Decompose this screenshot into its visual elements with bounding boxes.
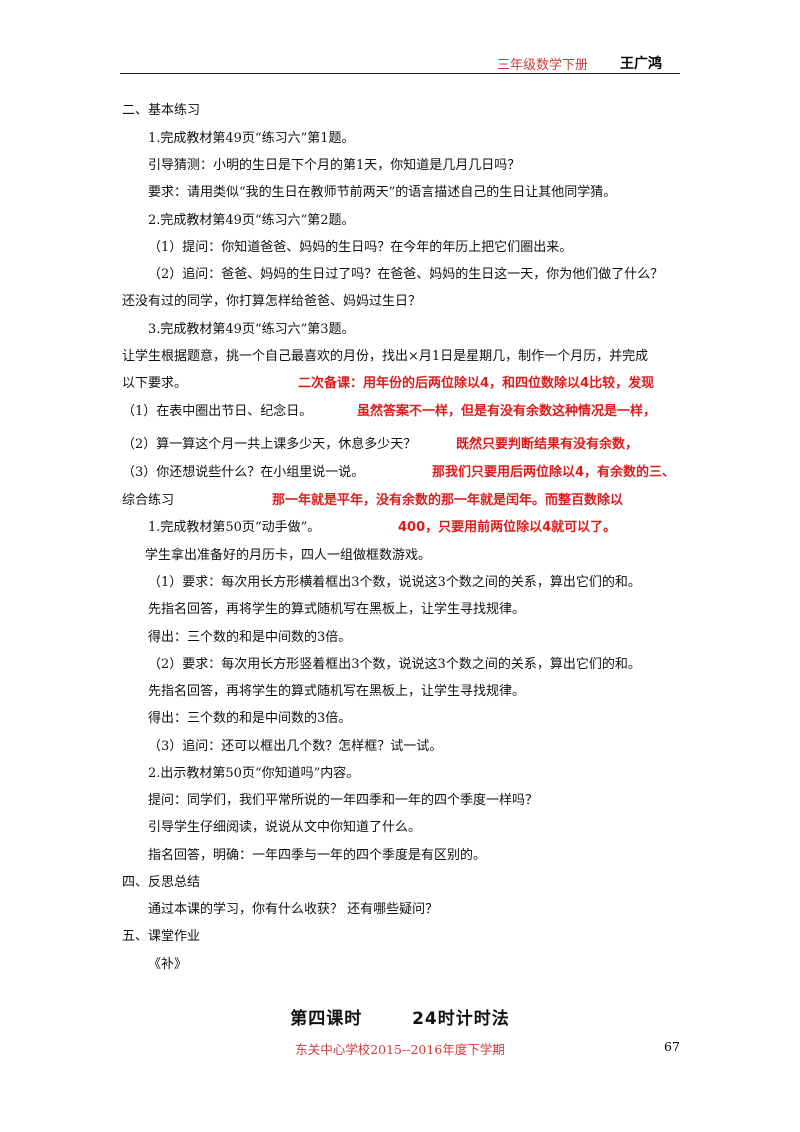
text-line: 2.完成教材第49页“练习六”第2题。: [148, 213, 355, 228]
text-line: 得出：三个数的和是中间数的3倍。: [148, 711, 352, 726]
text-line: 3.完成教材第49页“练习六”第3题。: [148, 322, 355, 337]
annotation-line: 那我们只要用后两位除以4，有余数的三、: [432, 465, 676, 480]
text-line: 要求：请用类似“我的生日在教师节前两天”的语言描述自己的生日让其他同学猜。: [148, 185, 617, 200]
annotation-line: 那一年就是平年，没有余数的那一年就是闰年。而整百数除以: [272, 493, 624, 508]
text-line: 得出：三个数的和是中间数的3倍。: [148, 630, 352, 645]
text-line: （1）在表中圈出节日、纪念日。: [122, 404, 313, 419]
text-line: 引导学生仔细阅读，说说从文中你知道了什么。: [148, 820, 422, 835]
text-line: 让学生根据题意，挑一个自己最喜欢的月份，找出×月1日是星期几，制作一个月历，并完…: [122, 349, 649, 364]
text-line: 以下要求。: [122, 376, 188, 391]
section-heading-homework: 五、课堂作业: [122, 929, 201, 944]
annotation-line: 虽然答案不一样，但是有没有余数这种情况是一样，: [357, 404, 657, 419]
lesson-topic: 24时计时法: [412, 1009, 510, 1029]
section-heading-basic-practice: 二、基本练习: [122, 103, 201, 118]
lesson-title: 第四课时 24时计时法: [0, 1004, 800, 1029]
text-line: （1）要求：每次用长方形横着框出3个数，说说这3个数之间的关系，算出它们的和。: [148, 575, 641, 590]
lesson-number: 第四课时: [290, 1009, 363, 1029]
text-line: 提问：同学们，我们平常所说的一年四季和一年的四个季度一样吗？: [148, 793, 539, 808]
text-line: 1.完成教材第49页“练习六”第1题。: [148, 131, 355, 146]
header-subject: 三年级数学下册: [496, 58, 588, 73]
annotation-line: 既然只要判断结果有没有余数，: [456, 437, 639, 452]
annotation-line: 400，只要用前两位除以4就可以了。: [398, 520, 617, 535]
page-header: 三年级数学下册 王广鸿: [120, 54, 680, 74]
section-heading-comprehensive: 综合练习: [122, 493, 175, 508]
header-rule: [120, 73, 680, 74]
text-line: 先指名回答，再将学生的算式随机写在黑板上，让学生寻找规律。: [148, 602, 526, 617]
text-line: 还没有过的同学，你打算怎样给爸爸、妈妈过生日？: [122, 294, 422, 309]
text-line: 学生拿出准备好的月历卡，四人一组做框数游戏。: [145, 548, 432, 563]
text-line: （3）追问：还可以框出几个数？怎样框？试一试。: [148, 739, 443, 754]
text-line: 《补》: [148, 957, 188, 972]
header-author: 王广鸿: [620, 56, 662, 72]
text-line: （2）要求：每次用长方形竖着框出3个数，说说这3个数之间的关系，算出它们的和。: [148, 657, 641, 672]
section-heading-reflection: 四、反思总结: [122, 875, 201, 890]
text-line: （2）算一算这个月一共上课多少天，休息多少天？: [122, 437, 417, 452]
text-line: （3）你还想说些什么？在小组里说一说。: [122, 465, 365, 480]
text-line: 1.完成教材第50页“动手做”。: [148, 520, 321, 535]
text-line: （1）提问：你知道爸爸、妈妈的生日吗？在今年的年历上把它们圈出来。: [148, 240, 573, 255]
footer-school: 东关中心学校2015--2016年度下学期: [295, 1042, 505, 1057]
page-number: 67: [664, 1039, 680, 1054]
annotation-line: 二次备课：用年份的后两位除以4，和四位数除以4比较，发现: [298, 376, 655, 391]
text-line: 2.出示教材第50页“你知道吗”内容。: [148, 766, 360, 781]
text-line: （2）追问：爸爸、妈妈的生日过了吗？在爸爸、妈妈的生日这一天，你为他们做了什么？: [148, 267, 664, 282]
text-line: 引导猜测：小明的生日是下个月的第1天，你知道是几月几日吗？: [148, 158, 521, 173]
text-line: 通过本课的学习，你有什么收获？ 还有哪些疑问？: [148, 902, 439, 917]
text-line: 先指名回答，再将学生的算式随机写在黑板上，让学生寻找规律。: [148, 684, 526, 699]
text-line: 指名回答，明确：一年四季与一年的四个季度是有区别的。: [148, 848, 487, 863]
